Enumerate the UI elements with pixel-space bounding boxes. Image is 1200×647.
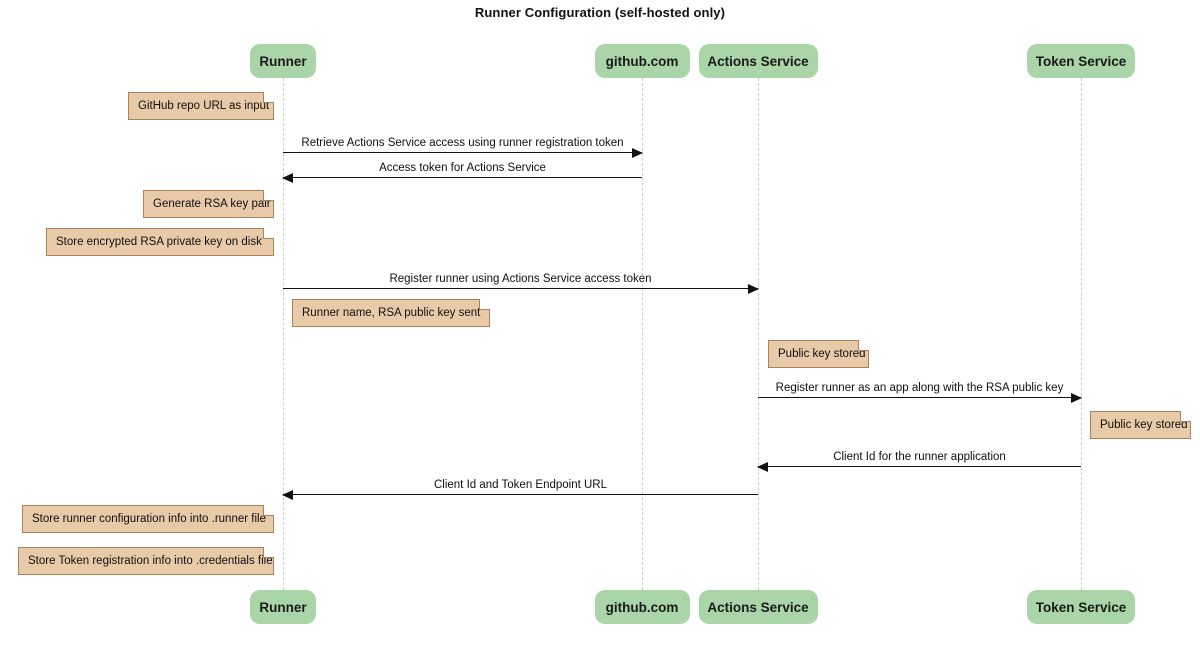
lifeline-actions — [758, 78, 759, 590]
msg-access-token[interactable]: Access token for Actions Service — [282, 162, 642, 183]
arrow-left-icon — [282, 489, 293, 500]
msg-register-runner[interactable]: Register runner using Actions Service ac… — [283, 273, 759, 294]
note-store-token[interactable]: Store Token registration info into .cred… — [18, 547, 274, 575]
msg-retrieve-access[interactable]: Retrieve Actions Service access using ru… — [283, 137, 643, 158]
note-text: Generate RSA key pair — [153, 198, 271, 210]
note-fold-corner-icon — [263, 190, 274, 201]
participant-label: Actions Service — [707, 599, 809, 615]
note-pubkey-actions[interactable]: Public key stored — [768, 340, 869, 368]
msg-register-app[interactable]: Register runner as an app along with the… — [758, 382, 1082, 403]
arrow-left-icon — [757, 461, 768, 472]
participant-label: Actions Service — [707, 53, 809, 69]
participant-token-top[interactable]: Token Service — [1027, 44, 1135, 78]
participant-runner-top[interactable]: Runner — [250, 44, 316, 78]
lifeline-github — [642, 78, 643, 590]
note-pubkey-token[interactable]: Public key stored — [1090, 411, 1191, 439]
arrow-right-icon — [632, 147, 643, 158]
participant-label: Runner — [259, 599, 307, 615]
note-generate-rsa[interactable]: Generate RSA key pair — [143, 190, 274, 218]
note-fold-corner-icon — [263, 228, 274, 239]
note-repo-url[interactable]: GitHub repo URL as input — [128, 92, 274, 120]
note-text: Store runner configuration info into .ru… — [32, 513, 266, 525]
note-text: Store Token registration info into .cred… — [28, 555, 273, 567]
message-label: Register runner as an app along with the… — [775, 382, 1064, 394]
participant-label: github.com — [605, 53, 679, 69]
participant-token-bottom[interactable]: Token Service — [1027, 590, 1135, 624]
note-text: Public key stored — [778, 348, 866, 360]
message-label: Retrieve Actions Service access using ru… — [301, 137, 624, 149]
note-text: Runner name, RSA public key sent — [302, 307, 481, 319]
note-fold-corner-icon — [479, 299, 490, 310]
message-label: Access token for Actions Service — [379, 162, 546, 174]
msg-client-id[interactable]: Client Id for the runner application — [757, 451, 1081, 472]
participant-label: Token Service — [1035, 599, 1127, 615]
note-fold-corner-icon — [263, 92, 274, 103]
lifeline-runner — [283, 78, 284, 590]
participant-runner-bottom[interactable]: Runner — [250, 590, 316, 624]
note-fold-corner-icon — [1180, 411, 1191, 422]
lifeline-token — [1081, 78, 1082, 590]
message-label: Register runner using Actions Service ac… — [389, 273, 652, 285]
arrow-left-icon — [282, 172, 293, 183]
note-store-runner[interactable]: Store runner configuration info into .ru… — [22, 505, 274, 533]
note-runner-name[interactable]: Runner name, RSA public key sent — [292, 299, 490, 327]
arrow-right-icon — [748, 283, 759, 294]
page-title: Runner Configuration (self-hosted only) — [474, 5, 726, 20]
message-label: Client Id for the runner application — [833, 451, 1006, 463]
note-store-private[interactable]: Store encrypted RSA private key on disk — [46, 228, 274, 256]
note-text: Public key stored — [1100, 419, 1188, 431]
participant-label: Token Service — [1035, 53, 1127, 69]
msg-client-id-endpoint[interactable]: Client Id and Token Endpoint URL — [282, 479, 758, 500]
note-fold-corner-icon — [263, 547, 274, 558]
participant-actions-top[interactable]: Actions Service — [698, 44, 818, 78]
participant-github-top[interactable]: github.com — [594, 44, 690, 78]
message-label: Client Id and Token Endpoint URL — [433, 479, 608, 491]
note-text: GitHub repo URL as input — [138, 100, 270, 112]
note-fold-corner-icon — [858, 340, 869, 351]
participant-label: github.com — [605, 599, 679, 615]
note-fold-corner-icon — [263, 505, 274, 516]
participant-github-bottom[interactable]: github.com — [594, 590, 690, 624]
arrow-right-icon — [1071, 392, 1082, 403]
note-text: Store encrypted RSA private key on disk — [56, 236, 262, 248]
participant-label: Runner — [259, 53, 307, 69]
participant-actions-bottom[interactable]: Actions Service — [698, 590, 818, 624]
